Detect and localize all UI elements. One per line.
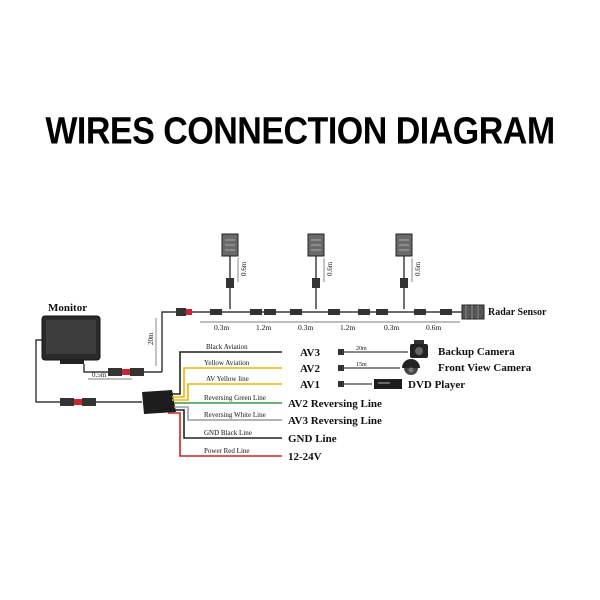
radar-bus (176, 308, 462, 316)
sensor-1: 0.6m (221, 233, 248, 309)
segment-length-3: 0.3m (298, 323, 313, 332)
output-av2-reversing: AV2 Reversing Line (288, 398, 382, 410)
front-camera-icon (402, 359, 420, 375)
wire-label-yellow-aviation: Yellow Aviation (204, 359, 250, 367)
segment-length-5: 0.3m (384, 323, 399, 332)
wire-gnd-black-line (172, 409, 282, 439)
vertical-cable-length: 20m (147, 332, 155, 345)
front-camera-link: 15m (338, 362, 400, 371)
output-power: 12-24V (288, 451, 322, 463)
wire-power-red-line (168, 412, 282, 457)
radar-sensor-label: Radar Sensor (488, 307, 547, 318)
backup-camera-cable-length: 20m (356, 346, 367, 352)
wire-reversing-white-line (174, 406, 282, 421)
wire-label-reversing-green: Reversing Green Line (204, 394, 266, 402)
radar-sensor-icon (461, 304, 485, 320)
front-camera-cable-length: 15m (356, 362, 367, 368)
segment-length-6: 0.6m (426, 323, 441, 332)
wire-label-reversing-white: Reversing White Line (204, 411, 266, 419)
segment-length-1: 0.3m (214, 323, 229, 332)
wire-av-yellow-line (172, 383, 282, 401)
wire-black-aviation (172, 351, 282, 395)
monitor-label: Monitor (48, 302, 87, 314)
segment-length-4: 1.2m (340, 323, 355, 332)
diagram-title: WIRES CONNECTION DIAGRAM (45, 109, 555, 153)
wire-label-black-aviation: Black Aviation (206, 343, 248, 351)
segment-dimensions: 0.3m 1.2m 0.3m 1.2m 0.3m 0.6m (200, 321, 460, 332)
sensor-3: 0.6m (395, 233, 422, 309)
backup-camera-icon (410, 340, 428, 358)
output-av3: AV3 (300, 347, 320, 359)
sensor-drop-length-2: 0.6m (326, 261, 334, 276)
wire-yellow-aviation (172, 367, 282, 398)
output-av1: AV1 (300, 379, 320, 391)
wire-label-gnd-black: GND Black Line (204, 429, 252, 437)
output-labels: AV3 AV2 AV1 AV2 Reversing Line AV3 Rever… (288, 347, 382, 463)
splitter-box (142, 390, 176, 414)
segment-length-2: 1.2m (256, 323, 271, 332)
monitor-icon (41, 315, 101, 364)
dvd-player-label: DVD Player (408, 379, 465, 391)
dvd-player-icon (374, 379, 402, 389)
wire-labels: Black Aviation Yellow Aviation AV Yellow… (204, 343, 266, 455)
backup-camera-link: 20m (338, 346, 408, 355)
dvd-player-link (338, 381, 372, 387)
monitor-connector (108, 368, 144, 376)
front-camera-label: Front View Camera (438, 362, 532, 374)
wire-label-av-yellow: AV Yellow line (206, 375, 249, 383)
wire-fanout (168, 351, 282, 457)
sensor-2: 0.6m (307, 233, 334, 309)
output-gnd: GND Line (288, 433, 337, 445)
sensor-drop-length-3: 0.6m (414, 261, 422, 276)
sensor-drop-length-1: 0.6m (240, 261, 248, 276)
backup-camera-label: Backup Camera (438, 346, 515, 358)
output-av2: AV2 (300, 363, 320, 375)
wire-label-power-red: Power Red Line (204, 447, 250, 455)
splitter-connector (60, 398, 96, 406)
monitor-cable-length: 0.5m (92, 371, 107, 379)
output-av3-reversing: AV3 Reversing Line (288, 415, 382, 427)
